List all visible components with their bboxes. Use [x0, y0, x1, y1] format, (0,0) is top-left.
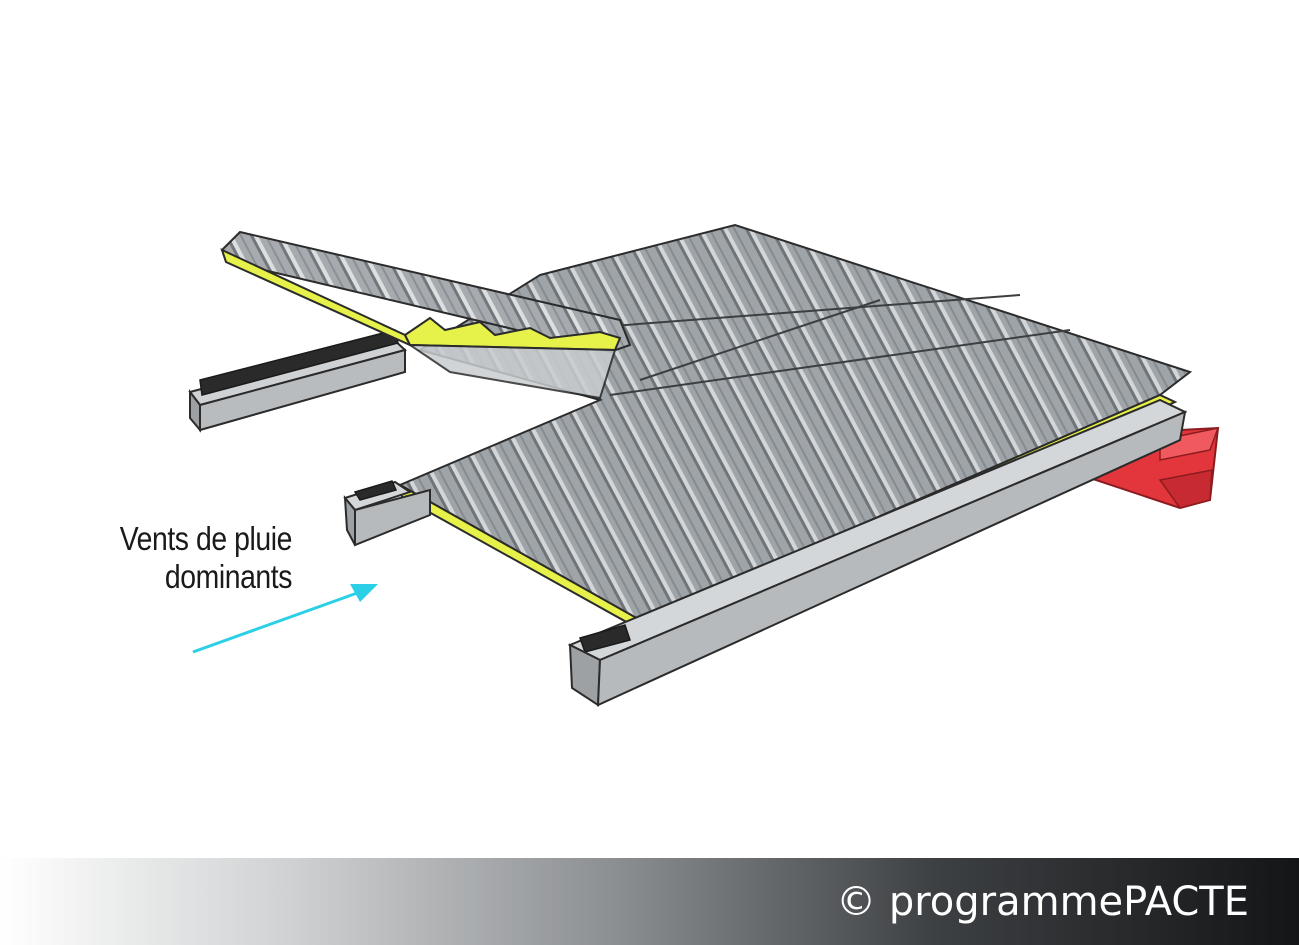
wind-label: Vents de pluie dominants [75, 520, 293, 596]
middle-steel-beam [343, 480, 431, 547]
roof-panel-illustration [188, 223, 1220, 707]
copyright-credit: © programmePACTE [836, 879, 1249, 925]
footer-gradient-bar: © programmePACTE [0, 858, 1299, 945]
front-steel-beam [567, 398, 1188, 707]
wind-direction-arrow-icon [192, 584, 378, 654]
wind-label-line-1: Vents de pluie [119, 520, 293, 557]
lifted-roof-panel [220, 230, 632, 400]
wind-label-line-2: dominants [164, 558, 293, 595]
back-steel-beam [188, 329, 408, 433]
